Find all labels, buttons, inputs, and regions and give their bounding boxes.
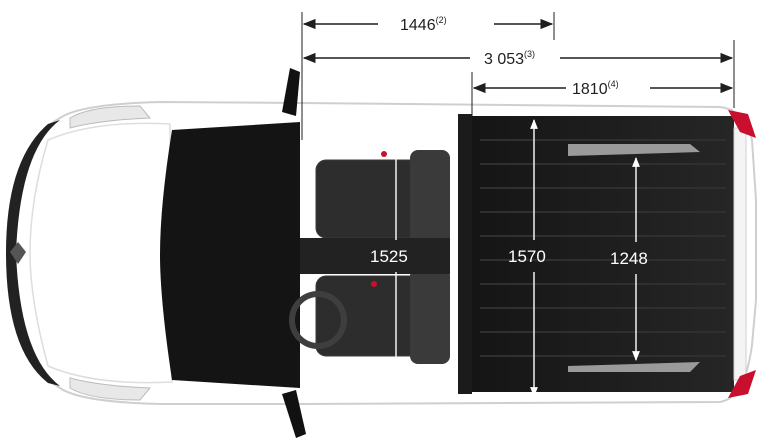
dimension-load-length: 3 053(3) bbox=[302, 49, 734, 68]
windscreen-dash bbox=[160, 122, 300, 388]
dimension-width-wheelarches-value: 1248 bbox=[610, 249, 648, 268]
wheel-arch-top bbox=[568, 144, 700, 156]
floor-ribs bbox=[480, 139, 726, 357]
dimension-rear-length-value: 1810 bbox=[572, 81, 608, 98]
brand-logo-icon bbox=[10, 242, 26, 264]
front-seat-bottom-back bbox=[410, 268, 450, 364]
cargo-floor bbox=[472, 116, 734, 392]
dimension-width-wheelarches: 1248 bbox=[610, 157, 648, 361]
center-console bbox=[300, 238, 450, 274]
dimension-wheelbase: 1446(2) bbox=[302, 15, 554, 34]
tail-light-top bbox=[728, 110, 756, 138]
seatbelt-light-top bbox=[381, 151, 387, 157]
dimension-load-length-note: (3) bbox=[524, 49, 535, 59]
mirror-top bbox=[282, 68, 300, 116]
dimension-rear-length: 1810(4) bbox=[472, 79, 734, 98]
dimension-width-front: 1525 bbox=[370, 119, 408, 397]
headlight-bottom bbox=[69, 377, 152, 401]
headlight-top bbox=[69, 105, 152, 129]
dimension-width-front-value: 1525 bbox=[370, 247, 408, 266]
tail-light-bottom bbox=[728, 370, 756, 398]
dimension-width-middle: 1570 bbox=[508, 119, 546, 397]
rear-door bbox=[733, 127, 747, 381]
wheel-arch-bottom bbox=[568, 362, 700, 372]
cab-interior bbox=[160, 114, 472, 394]
svg-text:1446(2): 1446(2) bbox=[400, 15, 447, 34]
front-bumper bbox=[6, 120, 60, 386]
dimension-wheelbase-value: 1446 bbox=[400, 17, 436, 34]
steering-wheel bbox=[289, 291, 347, 349]
cargo-area bbox=[472, 116, 747, 392]
front-seat-top-back bbox=[410, 150, 450, 246]
svg-text:3 053(3): 3 053(3) bbox=[484, 49, 535, 68]
dimension-wheelbase-note: (2) bbox=[436, 15, 447, 25]
svg-text:1810(4): 1810(4) bbox=[572, 79, 619, 98]
bulkhead bbox=[458, 114, 472, 394]
dimension-width-middle-value: 1570 bbox=[508, 247, 546, 266]
bonnet bbox=[29, 122, 173, 384]
dimension-rear-length-note: (4) bbox=[608, 79, 619, 89]
mirror-bottom bbox=[282, 390, 306, 438]
dimension-load-length-value: 3 053 bbox=[484, 51, 524, 68]
seatbelt-light-bottom bbox=[371, 281, 377, 287]
